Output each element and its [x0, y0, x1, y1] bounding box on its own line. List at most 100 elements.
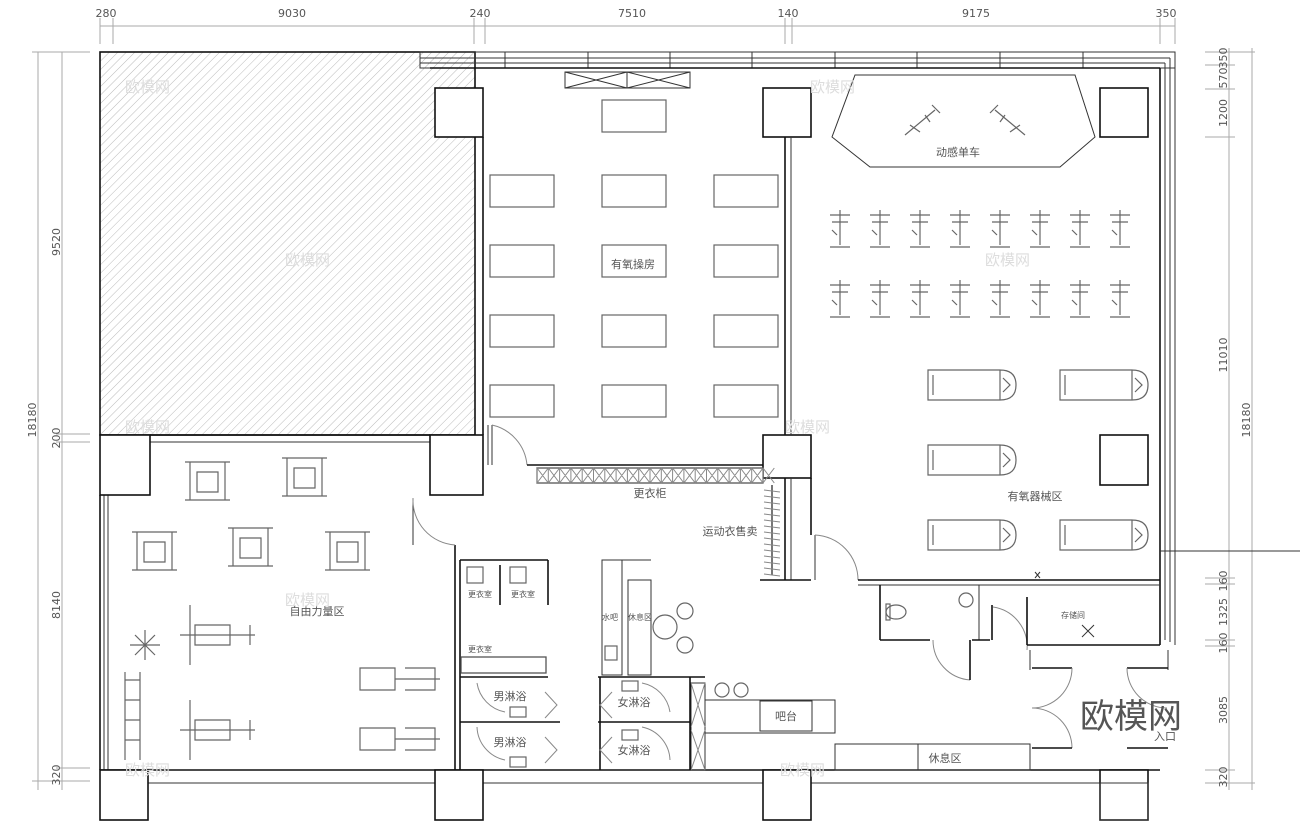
small-rest-label: 休息区 [628, 612, 652, 622]
spin-bike-icon [950, 210, 970, 248]
entrance: 入口 休息区 [834, 650, 1176, 821]
dim-right-5: 160 [1217, 571, 1230, 592]
dim-right-total: 18180 [1240, 403, 1253, 438]
dim-top-2: 9030 [278, 7, 306, 20]
male-shower-2-label: 男淋浴 [494, 736, 527, 749]
spin-bike-icon [1110, 280, 1130, 318]
sportswear-label: 运动衣售卖 [703, 524, 758, 538]
bar-area: 吧台 [690, 682, 836, 771]
svg-text:欧模网: 欧模网 [125, 761, 170, 779]
hatched-void-area [99, 51, 476, 436]
dim-left-3: 8140 [50, 591, 63, 619]
spin-bike-icon [1110, 210, 1130, 248]
bench-press-icon [180, 700, 255, 760]
spin-bike-icon [870, 280, 890, 318]
spin-bike-icon [870, 210, 890, 248]
spin-stage [831, 74, 1096, 168]
treadmill-icon [1059, 369, 1149, 401]
toilet-icon [885, 604, 907, 620]
dim-right-7: 160 [1217, 633, 1230, 654]
dim-left-4: 320 [50, 765, 63, 786]
dumbbell-rack-icon [124, 672, 141, 760]
service-rooms: 存储间 [879, 571, 1160, 681]
spin-bike-icon [950, 280, 970, 318]
cardio-room: 动感单车 有氧器械区 [810, 74, 1300, 586]
rest-area-bench [834, 743, 1031, 771]
spin-bike-icon [1030, 280, 1050, 318]
dim-right-2: 570 [1217, 68, 1230, 89]
entrance-label: 入口 [1154, 730, 1176, 743]
leg-press-icon [359, 727, 440, 751]
top-dimensions: 280 9030 240 7510 140 9175 350 [96, 7, 1177, 44]
bench-press-icon [180, 605, 255, 665]
free-weights-label: 自由力量区 [290, 604, 345, 618]
aerobics-room-label: 有氧操房 [611, 257, 655, 271]
sink-icon [958, 592, 974, 608]
changing-room-2-label: 更衣室 [511, 589, 535, 599]
changing-room-1-label: 更衣室 [468, 589, 492, 599]
sportswear-rack: 运动衣售卖 [703, 478, 811, 581]
changing-room-3-label: 更衣室 [468, 644, 492, 654]
female-shower-1-label: 女淋浴 [618, 695, 651, 709]
dim-top-7: 350 [1156, 7, 1177, 20]
spin-instructor-bikes [904, 104, 1026, 136]
dim-right-6: 1325 [1217, 598, 1230, 626]
svg-text:欧模网: 欧模网 [985, 251, 1030, 269]
svg-text:欧模网: 欧模网 [785, 418, 830, 436]
cardio-label: 有氧器械区 [1008, 489, 1063, 503]
dim-left-total: 18180 [26, 403, 39, 438]
right-dimensions: 350 570 1200 11010 160 1325 160 3085 320… [1205, 48, 1255, 790]
weight-rack-icon [130, 630, 160, 660]
columns [99, 87, 1149, 821]
spin-bike-icon [1070, 280, 1090, 318]
changing-showers: 更衣室 更衣室 更衣室 男淋浴 男淋浴 女淋浴 女淋浴 [412, 497, 705, 770]
water-bar-label: 水吧 [602, 612, 618, 622]
dim-top-3: 240 [470, 7, 491, 20]
dim-left-2: 200 [50, 428, 63, 449]
dim-top-5: 140 [778, 7, 799, 20]
watermark-logo: 欧模网 [1080, 697, 1182, 737]
svg-text:欧模网: 欧模网 [285, 251, 330, 269]
dim-left-1: 9520 [50, 228, 63, 256]
spin-label: 动感单车 [936, 145, 980, 159]
spin-bike-icon [830, 210, 850, 248]
leg-press-icon [359, 667, 440, 691]
aerobics-room: 有氧操房 更衣柜 [482, 99, 792, 500]
yoga-mats [489, 99, 779, 418]
female-shower-2-label: 女淋浴 [618, 743, 651, 757]
weight-machine-icon [185, 461, 230, 501]
svg-text:欧模网: 欧模网 [125, 78, 170, 96]
svg-text:欧模网: 欧模网 [780, 761, 825, 779]
weight-machine-icon [282, 457, 327, 497]
lockers-label: 更衣柜 [634, 486, 667, 500]
dim-top-6: 9175 [962, 7, 990, 20]
svg-text:欧模网: 欧模网 [285, 591, 330, 609]
rest-area-label: 休息区 [929, 751, 962, 765]
dim-top-1: 280 [96, 7, 117, 20]
svg-text:欧模网: 欧模网 [125, 418, 170, 436]
treadmill-icon [1059, 519, 1149, 551]
dim-right-4: 11010 [1217, 338, 1230, 373]
dim-top-4: 7510 [618, 7, 646, 20]
spin-bike-icon [1030, 210, 1050, 248]
treadmill-icon [927, 444, 1017, 476]
weight-machine-icon [325, 531, 370, 571]
spin-bike-icon [910, 280, 930, 318]
water-bar-area: 水吧 休息区 [601, 559, 694, 676]
weight-machine-icon [132, 531, 177, 571]
spin-bike-icon [830, 280, 850, 318]
outer-walls [99, 51, 1176, 784]
bar-label: 吧台 [775, 709, 797, 723]
spin-bikes [830, 210, 1130, 318]
weight-machine-icon [228, 527, 273, 567]
dim-right-3: 1200 [1217, 99, 1230, 127]
treadmill-icon [927, 519, 1017, 551]
storage-label: 存储间 [1061, 610, 1085, 620]
watermarks: 欧模网 欧模网 欧模网 欧模网 欧模网 欧模网 欧模网 欧模网 欧模网 欧模网 [125, 78, 1182, 779]
svg-text:欧模网: 欧模网 [810, 78, 855, 96]
free-weights-area: 自由力量区 [124, 457, 440, 760]
spin-bike-icon [990, 280, 1010, 318]
treadmills [927, 369, 1149, 551]
dim-right-8: 3085 [1217, 696, 1230, 724]
